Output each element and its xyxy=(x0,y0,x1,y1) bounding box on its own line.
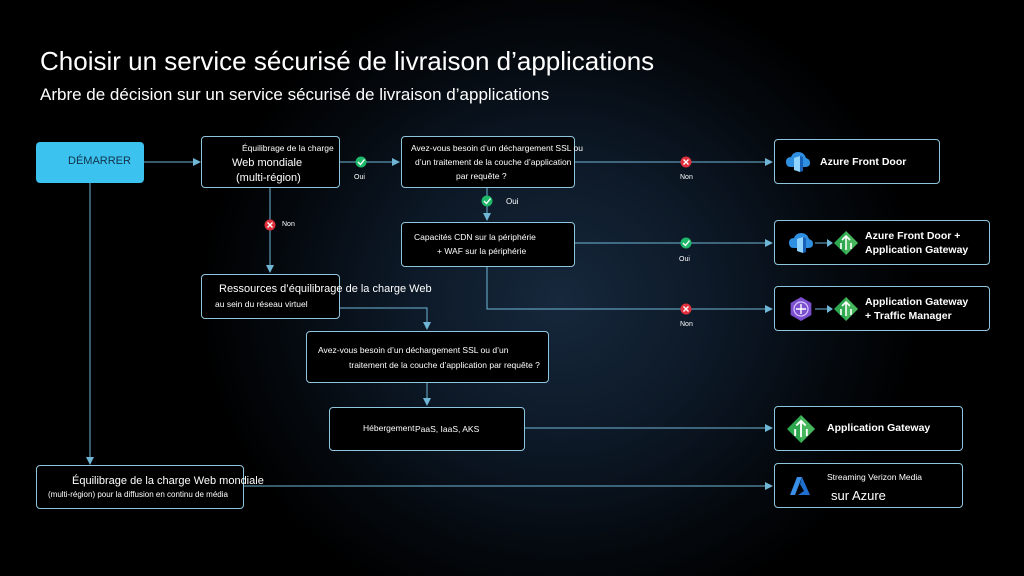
result-label: Streaming Verizon Media xyxy=(827,472,922,482)
decision-ssl-offload-top xyxy=(401,136,575,188)
edge-label-oui: Oui xyxy=(506,197,519,206)
application-gateway-icon xyxy=(787,415,815,443)
edge-vnet-ssl xyxy=(340,307,431,330)
decision-text: (multi-région) pour la diffusion en cont… xyxy=(48,490,228,499)
decision-text: par requête ? xyxy=(456,171,507,181)
decision-text: Avez-vous besoin d’un déchargement SSL o… xyxy=(318,345,509,355)
result-label: Application Gateway xyxy=(827,422,931,434)
page-title: Choisir un service sécurisé de livraison… xyxy=(40,46,655,76)
edge-label-non: Non xyxy=(282,221,295,228)
check-icon xyxy=(355,156,367,168)
decision-vnet-lb xyxy=(201,274,340,319)
x-icon xyxy=(264,219,276,231)
result-label: Azure Front Door + xyxy=(865,230,961,242)
decision-text: Capacités CDN sur la périphérie xyxy=(414,232,536,242)
result-label: + Traffic Manager xyxy=(865,310,952,322)
result-appgw-tm xyxy=(774,286,990,331)
result-label: Azure Front Door xyxy=(820,156,907,168)
application-gateway-icon xyxy=(834,297,858,321)
decision-text: + WAF sur la périphérie xyxy=(437,246,527,256)
traffic-manager-icon xyxy=(790,297,812,321)
decision-text: d’un traitement de la couche d’applicati… xyxy=(415,157,572,167)
decision-global-lb xyxy=(201,136,340,188)
decision-text: Équilibrage de la charge xyxy=(242,143,334,153)
check-icon xyxy=(481,195,493,207)
decision-cdn-waf xyxy=(401,222,575,267)
decision-text: (multi-région) xyxy=(236,172,301,184)
decision-text: Web mondiale xyxy=(232,157,303,169)
decision-text: PaaS, IaaS, AKS xyxy=(415,424,480,434)
azure-logo-icon xyxy=(790,477,810,495)
edge-label-non: Non xyxy=(680,321,693,328)
arrow-right-icon xyxy=(815,305,833,313)
decision-text: Hébergement xyxy=(363,423,415,433)
decision-text: Ressources d’équilibrage de la charge We… xyxy=(219,283,432,295)
x-icon xyxy=(680,156,692,168)
x-icon xyxy=(680,303,692,315)
result-label: Application Gateway xyxy=(865,296,969,308)
decision-text: au sein du réseau virtuel xyxy=(215,299,308,309)
front-door-icon xyxy=(789,233,813,253)
page-subtitle: Arbre de décision sur un service sécuris… xyxy=(40,85,550,104)
result-label: sur Azure xyxy=(831,488,886,503)
start-label: DÉMARRER xyxy=(68,155,131,167)
edge-label-oui: Oui xyxy=(354,174,365,181)
start-node: DÉMARRER xyxy=(36,142,144,183)
edge-cdn-appgwtm xyxy=(486,267,773,313)
decision-ssl-offload-mid xyxy=(306,331,549,383)
decision-text: Avez-vous besoin d’un déchargement SSL o… xyxy=(411,143,584,153)
decision-text: Équilibrage de la charge Web mondiale xyxy=(72,475,264,487)
decision-text: traitement de la couche d’application pa… xyxy=(349,360,540,370)
front-door-icon xyxy=(786,152,810,172)
arrow-right-icon xyxy=(815,239,833,247)
result-label: Application Gateway xyxy=(865,244,969,256)
decision-hosting xyxy=(329,407,525,451)
decision-streaming-lb xyxy=(36,465,244,509)
application-gateway-icon xyxy=(834,231,858,255)
check-icon xyxy=(680,237,692,249)
edge-label-oui: Oui xyxy=(679,256,690,263)
edge-label-non: Non xyxy=(680,174,693,181)
